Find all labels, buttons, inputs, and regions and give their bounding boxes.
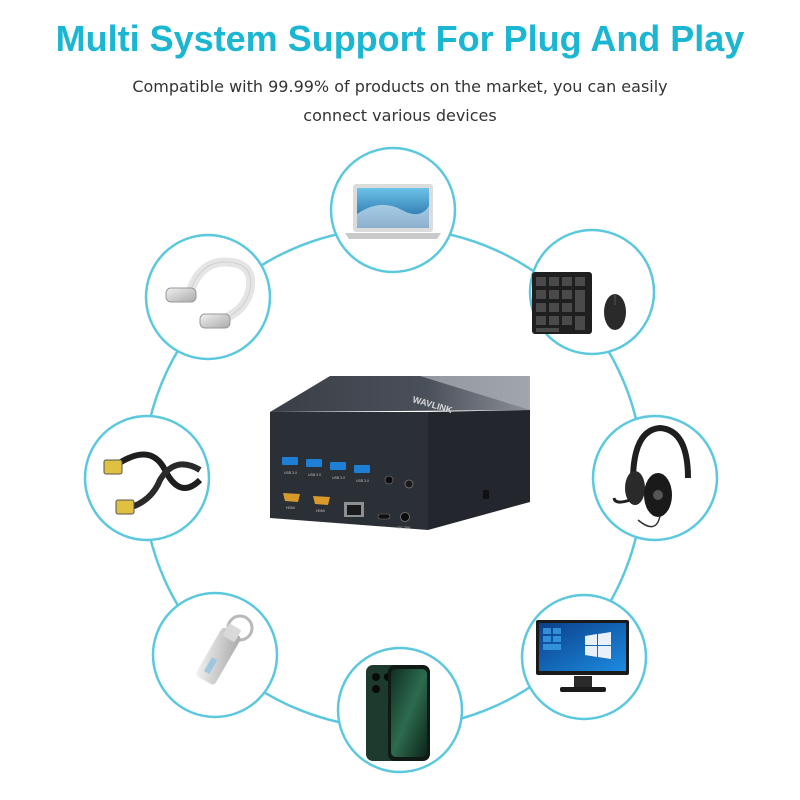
dc-port-label: DC 20V (398, 526, 411, 530)
device-usb-c-cable (144, 233, 272, 361)
subtitle-line-1: Compatible with 99.99% of products on th… (132, 77, 668, 96)
device-headset (591, 414, 719, 542)
hdmi-port-2 (313, 496, 330, 505)
keyboard-mouse-icon (532, 272, 626, 334)
usb-port-label-2: USB 3.0 (308, 473, 321, 477)
usb-drive-icon (196, 614, 254, 685)
usb-port-2 (306, 459, 322, 467)
device-usb-drive (151, 591, 279, 719)
usb-port-4 (354, 465, 370, 473)
ethernet-cable-icon (103, 451, 203, 515)
docking-station: WAVLINK USB 3.0 USB 3.0 USB 3.0 USB 3.0 … (270, 376, 530, 530)
dc-power-port (400, 512, 410, 522)
subtitle: Compatible with 99.99% of products on th… (100, 72, 700, 130)
hdmi-port-label-2: HDMI (316, 509, 325, 513)
device-keyboard-mouse (528, 228, 656, 356)
headset-icon (612, 424, 691, 528)
monitor-icon (536, 620, 629, 692)
subtitle-line-2: connect various devices (303, 106, 497, 125)
hdmi-port-1 (283, 493, 300, 502)
power-button (404, 479, 414, 489)
usb-port-label-1: USB 3.0 (284, 471, 297, 475)
page-title: Multi System Support For Plug And Play (55, 18, 745, 59)
smartphone-icon (366, 665, 430, 761)
laptop-icon (345, 184, 441, 239)
usb-port-group: USB 3.0 USB 3.0 USB 3.0 USB 3.0 (282, 457, 370, 483)
usb-port-1 (282, 457, 298, 465)
hdmi-port-label-1: HDMI (286, 506, 295, 510)
device-ethernet-cable (83, 414, 211, 542)
usb-port-label-3: USB 3.0 (332, 476, 345, 480)
device-laptop (329, 146, 457, 274)
usb-c-cable-icon (165, 257, 256, 329)
usb-port-3 (330, 462, 346, 470)
device-smartphone (336, 646, 464, 774)
usb-port-label-4: USB 3.0 (356, 479, 369, 483)
dock-side (428, 410, 530, 530)
dock-front (270, 412, 428, 530)
security-lock-slot (483, 490, 489, 499)
device-monitor (520, 593, 648, 721)
audio-jack (384, 475, 394, 485)
usb-c-port (377, 513, 391, 520)
